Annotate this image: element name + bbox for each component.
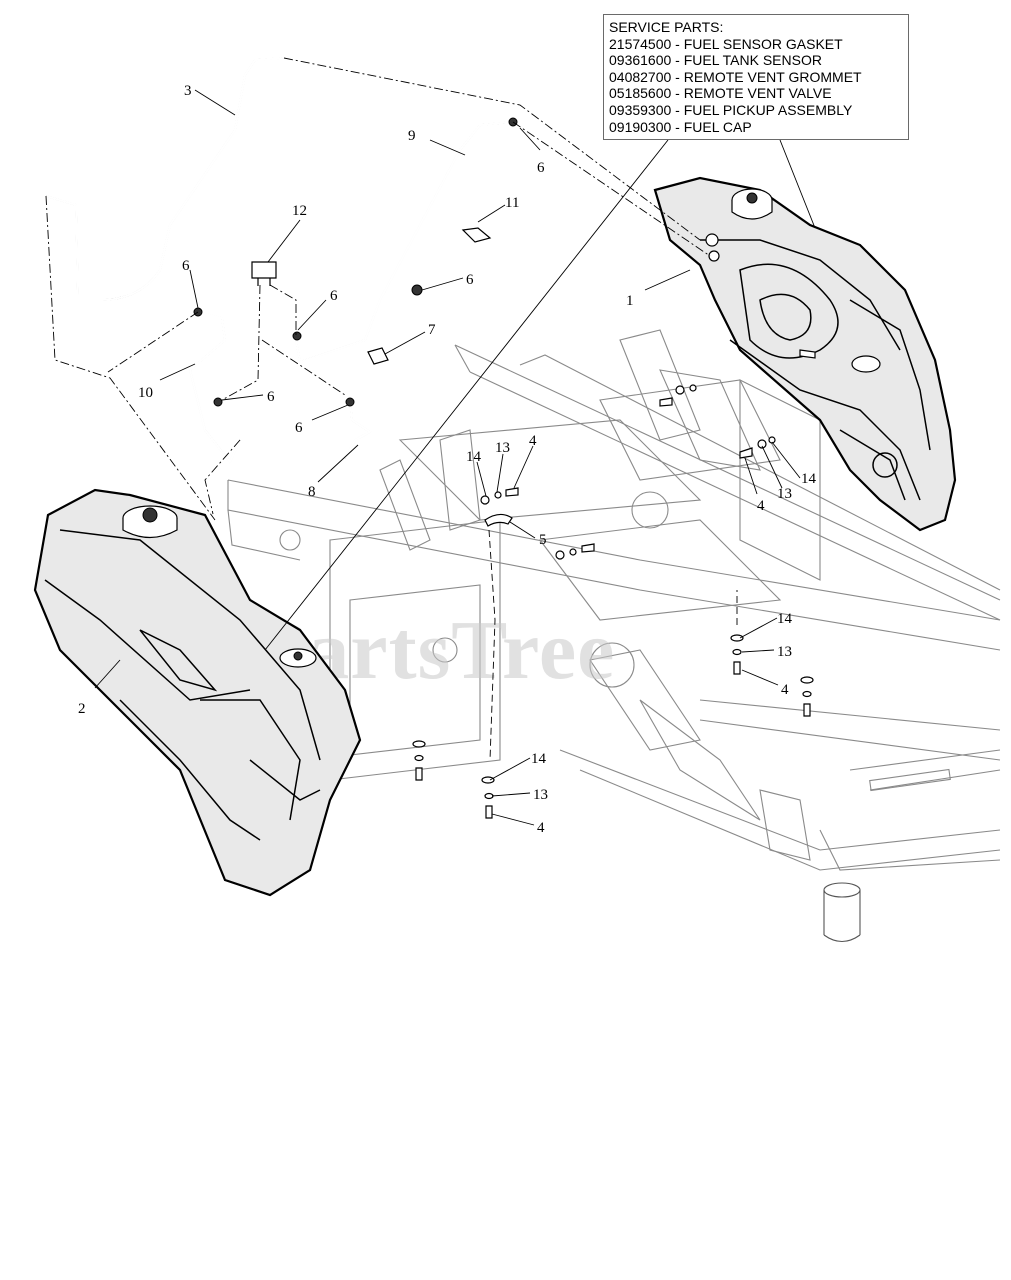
callout-6: 6: [330, 288, 338, 304]
service-part-item: 05185600 - REMOTE VENT VALVE: [609, 85, 832, 102]
callout-7: 7: [428, 322, 436, 338]
service-part-item: 09190300 - FUEL CAP: [609, 118, 752, 135]
chassis-frame: [227, 329, 1001, 943]
callout-13: 13: [777, 644, 792, 660]
service-part-item: 21574500 - FUEL SENSOR GASKET: [609, 35, 843, 52]
service-parts-title: SERVICE PARTS:: [609, 19, 724, 35]
assembly-lines: [45, 57, 738, 761]
callout-4: 4: [781, 682, 789, 698]
service-part-item: 09361600 - FUEL TANK SENSOR: [609, 52, 822, 69]
callout-10: 10: [138, 385, 153, 401]
callout-4: 4: [757, 498, 765, 514]
callout-6: 6: [295, 420, 303, 436]
callout-3: 3: [184, 83, 192, 99]
callout-14: 14: [531, 751, 547, 767]
callout-numbers: 1 2 3 4 4 4 4 5 6 6 6 6 6 6 7 8 9 10 11 …: [78, 83, 817, 836]
callout-14: 14: [801, 471, 817, 487]
small-parts: [193, 117, 814, 819]
service-part-item: 04082700 - REMOTE VENT GROMMET: [609, 68, 862, 85]
callout-6: 6: [267, 389, 275, 405]
callout-9: 9: [408, 128, 416, 144]
fuel-hoses: [45, 56, 513, 465]
callout-4: 4: [529, 433, 537, 449]
callout-2: 2: [78, 701, 86, 717]
callout-4: 4: [537, 820, 545, 836]
leader-lines: [94, 89, 816, 826]
callout-13: 13: [495, 440, 510, 456]
callout-11: 11: [505, 195, 519, 211]
service-parts-box: SERVICE PARTS: 21574500 - FUEL SENSOR GA…: [603, 14, 909, 140]
callout-8: 8: [308, 484, 316, 500]
callout-14: 14: [466, 449, 482, 465]
service-part-item: 09359300 - FUEL PICKUP ASSEMBLY: [609, 101, 853, 118]
callout-5: 5: [539, 532, 547, 548]
right-fuel-tank: [653, 176, 957, 532]
left-fuel-tank: [33, 488, 362, 897]
callout-1: 1: [626, 293, 634, 309]
callout-14: 14: [777, 611, 793, 627]
callout-13: 13: [777, 486, 792, 502]
callout-13: 13: [533, 787, 548, 803]
callout-12: 12: [292, 203, 307, 219]
callout-6: 6: [182, 258, 190, 274]
callout-6: 6: [537, 160, 545, 176]
callout-6: 6: [466, 272, 474, 288]
